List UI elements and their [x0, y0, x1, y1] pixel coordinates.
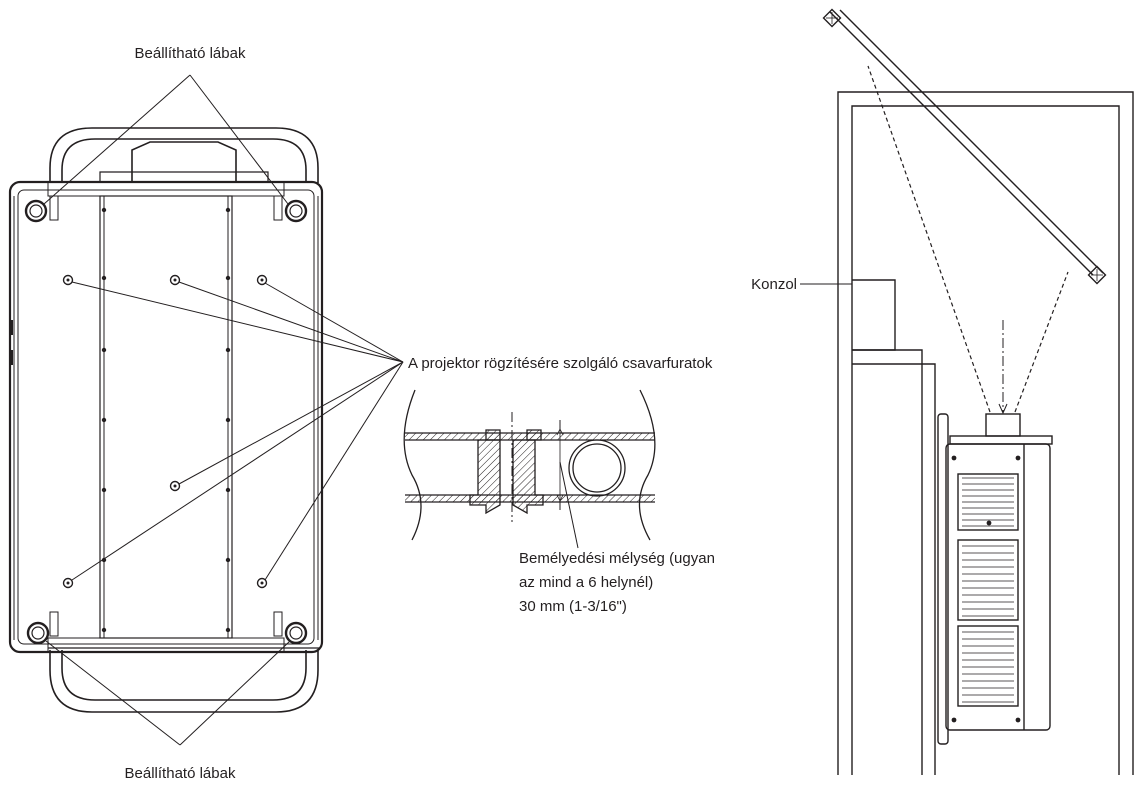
screw-hole — [169, 480, 181, 492]
panel-dots — [101, 207, 231, 633]
leader-lines-screw-holes — [71, 281, 404, 581]
label-adjustable-feet-top: Beállítható lábak — [135, 45, 246, 62]
adjustable-feet — [24, 199, 308, 645]
adjustable-foot — [284, 199, 308, 223]
projector-bottom-view — [8, 127, 324, 713]
projector-vent-grilles — [962, 477, 1014, 703]
bracket-side-view — [800, 8, 1134, 775]
enclosure-frame — [837, 91, 1134, 775]
screw-hole-cross-section — [403, 389, 656, 549]
mirror — [822, 8, 1107, 285]
label-depth-line2: az mind a 6 helynél) — [519, 574, 653, 591]
bracket — [852, 279, 896, 351]
leader-lines-feet-top — [43, 74, 289, 205]
label-adjustable-feet-bottom: Beállítható lábak — [125, 765, 236, 782]
label-bracket: Konzol — [751, 276, 797, 293]
label-depth-line1: Bemélyedési mélység (ugyan — [519, 550, 715, 567]
projection-beam — [867, 65, 1069, 413]
projector-body — [8, 180, 324, 654]
projector-side — [937, 413, 1053, 745]
screw-hole — [169, 274, 181, 286]
top-handle — [49, 127, 319, 183]
bottom-handle — [49, 650, 319, 713]
screw-hole — [62, 274, 74, 286]
adjustable-foot — [284, 621, 308, 645]
screw-hole — [256, 577, 268, 589]
center-panel — [99, 195, 233, 639]
leader-lines-feet-bottom — [45, 640, 291, 746]
screw-hole — [62, 577, 74, 589]
adjustable-foot — [24, 199, 48, 223]
screw-hole — [256, 274, 268, 286]
adjustable-foot — [26, 621, 50, 645]
label-screw-holes: A projektor rögzítésére szolgáló csavarf… — [408, 355, 713, 372]
screw-holes — [62, 274, 268, 589]
label-depth-line3: 30 mm (1-3/16") — [519, 598, 627, 615]
